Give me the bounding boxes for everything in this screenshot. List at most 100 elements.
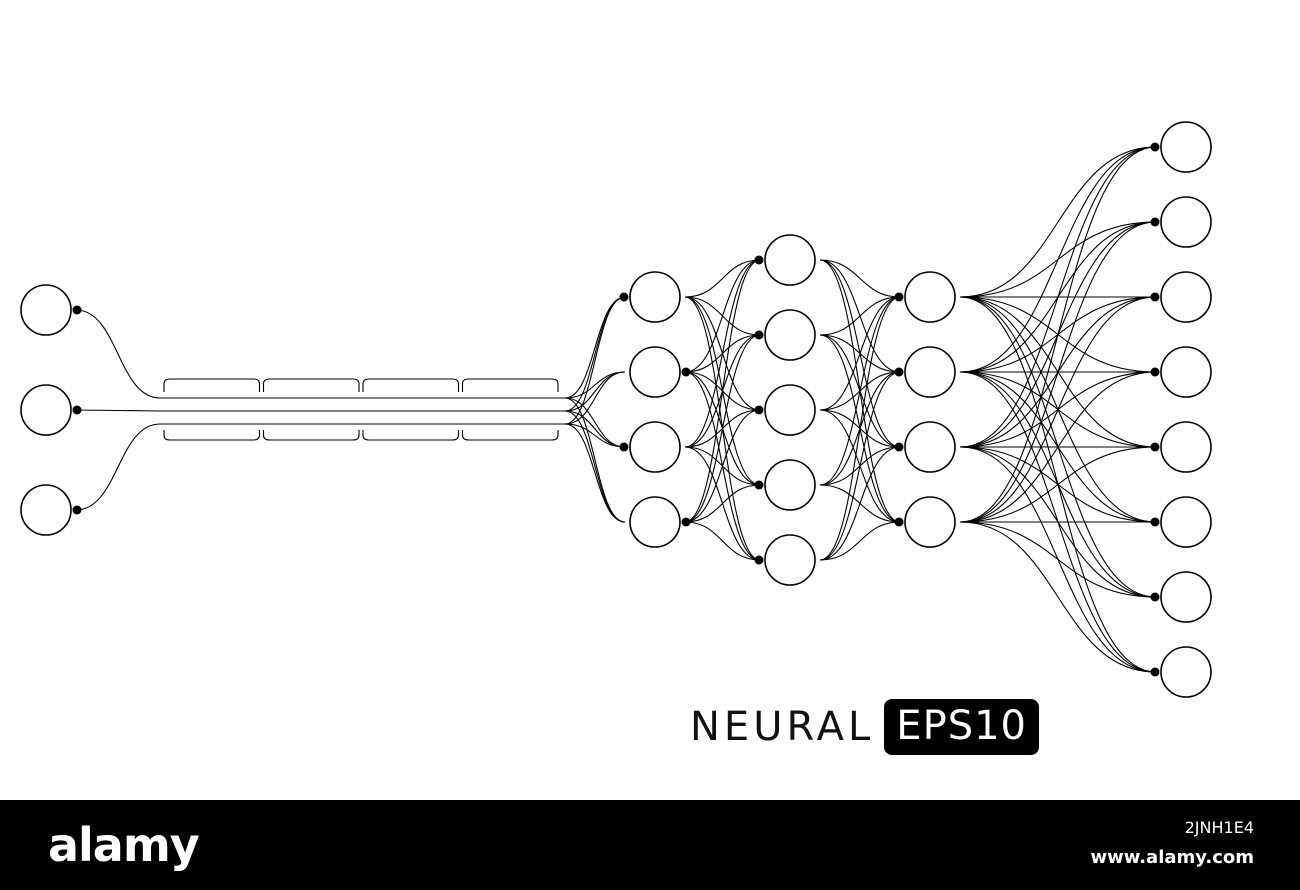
connection-line (564, 296, 626, 399)
bus-segment-bottom (362, 430, 460, 441)
hidden-node (629, 271, 681, 323)
connection-line (819, 521, 901, 561)
connector-dot (754, 405, 764, 415)
output-node (1160, 571, 1212, 623)
title-word: NEURAL (690, 704, 875, 750)
connector-dot (681, 517, 691, 527)
connection-line (564, 410, 626, 448)
input-node (20, 484, 72, 536)
output-node (1160, 421, 1212, 473)
bus-segment-bottom (461, 430, 559, 441)
connection-line (684, 409, 761, 523)
hidden-node (629, 346, 681, 398)
connection-line (684, 484, 761, 523)
output-node (1160, 346, 1212, 398)
hidden-node (764, 459, 816, 511)
connector-dot (681, 367, 691, 377)
footer-image-id: 2JNH1E4 (1184, 818, 1254, 837)
connection-line (959, 221, 1157, 523)
connection-line (959, 146, 1157, 298)
connector-dot (619, 442, 629, 452)
connection-line (819, 296, 901, 336)
neural-network-diagram (20, 121, 1212, 698)
connection-line (564, 423, 626, 523)
output-node (1160, 646, 1212, 698)
connector-dot (894, 517, 904, 527)
connector-dot (754, 555, 764, 565)
title-tag: EPS10 (884, 699, 1039, 755)
footer-bar: alamy 2JNH1E4 www.alamy.com (0, 800, 1300, 890)
connector-dot (894, 292, 904, 302)
connection-line (959, 371, 1157, 523)
hidden-node (904, 496, 956, 548)
bus-segment-top (362, 378, 460, 392)
connector-dot (619, 292, 629, 302)
hidden-node (629, 496, 681, 548)
connector-dot (1150, 517, 1160, 527)
connector-dot (1150, 142, 1160, 152)
connection-line (684, 259, 761, 373)
connection-line (684, 259, 761, 523)
bus-segment-bottom (262, 430, 360, 441)
connection-line (959, 146, 1157, 523)
footer-site: www.alamy.com (1090, 847, 1254, 868)
connector-dot (1150, 667, 1160, 677)
footer-logo: alamy (48, 818, 200, 872)
bus-segment-top (461, 378, 559, 392)
connection-line (819, 446, 901, 561)
connection-line (684, 259, 761, 298)
hidden-node (764, 309, 816, 361)
hidden-node (764, 534, 816, 586)
connector-dot (754, 255, 764, 265)
connection-line (959, 296, 1157, 523)
hidden-node (629, 421, 681, 473)
connector-dot (1150, 217, 1160, 227)
connection-line (564, 397, 626, 523)
output-node (1160, 496, 1212, 548)
output-node (1160, 121, 1212, 173)
connection-line (684, 334, 761, 523)
connection-line (75, 423, 161, 511)
connection-line (684, 259, 761, 448)
connector-dot (894, 367, 904, 377)
connection-line (564, 423, 626, 448)
connector-dot (72, 405, 82, 415)
connection-line (959, 521, 1157, 598)
connections (75, 146, 1157, 673)
connector-dot (894, 442, 904, 452)
connection-line (564, 410, 626, 523)
connector-dot (1150, 292, 1160, 302)
connection-line (75, 409, 161, 412)
hidden-node (764, 384, 816, 436)
connection-line (564, 296, 626, 425)
hidden-node (764, 234, 816, 286)
connector-dot (1150, 592, 1160, 602)
hidden-node (904, 421, 956, 473)
hidden-node (904, 346, 956, 398)
connector-dot (1150, 367, 1160, 377)
connector-dots (72, 142, 1160, 677)
connector-dot (754, 330, 764, 340)
output-node (1160, 271, 1212, 323)
input-node (20, 284, 72, 336)
connection-line (959, 146, 1157, 448)
bus-segment-bottom (163, 430, 261, 441)
bus-segment-top (262, 378, 360, 392)
connection-line (819, 259, 901, 298)
connection-line (819, 296, 901, 561)
hidden-node (904, 271, 956, 323)
connector-dot (1150, 442, 1160, 452)
bus-segment-top (163, 378, 261, 392)
nodes (20, 121, 1212, 698)
output-node (1160, 196, 1212, 248)
connection-line (819, 296, 901, 486)
connection-line (959, 521, 1157, 673)
input-bus (163, 378, 559, 441)
connection-line (959, 146, 1157, 373)
connector-dot (754, 480, 764, 490)
connector-dot (72, 505, 82, 515)
connection-line (564, 371, 626, 412)
connection-line (684, 521, 761, 561)
connector-dot (72, 305, 82, 315)
title: NEURAL EPS10 (690, 696, 1039, 758)
